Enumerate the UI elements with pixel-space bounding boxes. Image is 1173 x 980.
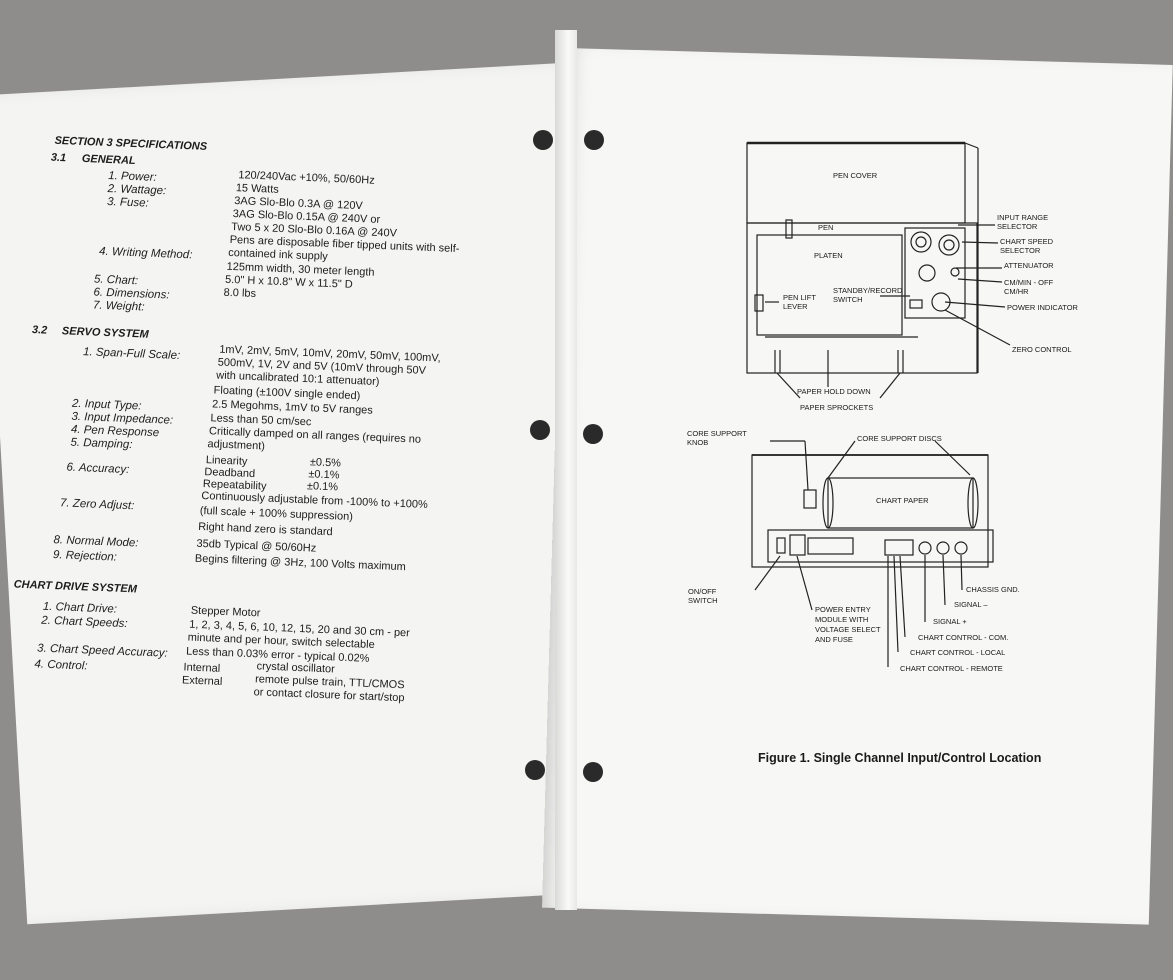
label-cm-hr: CM/HR <box>1004 287 1029 296</box>
label-chart-speed: CHART SPEED <box>1000 237 1054 246</box>
label-chart-speed-2: SELECTOR <box>1000 246 1041 255</box>
pen-cover-outline <box>747 143 965 223</box>
label-pen-cover: PEN COVER <box>833 171 878 180</box>
label-power-indicator: POWER INDICATOR <box>1007 303 1079 312</box>
label-zero-control: ZERO CONTROL <box>1012 345 1072 354</box>
label-pen-lift-2: LEVER <box>783 302 808 311</box>
label-cc-com: CHART CONTROL - COM. <box>918 633 1008 642</box>
signal-minus-terminal <box>937 542 949 554</box>
chassis-gnd-terminal <box>955 542 967 554</box>
label-chassis-gnd: CHASSIS GND. <box>966 585 1020 594</box>
signal-plus-terminal <box>919 542 931 554</box>
attenuator-knob <box>919 265 935 281</box>
label-power-entry: POWER ENTRY <box>815 605 871 614</box>
label-core-support: CORE SUPPORT <box>687 429 747 438</box>
figure-1: PEN COVER PEN PLATEN STANDBY/RECORD SWIT… <box>0 0 1173 936</box>
label-cm-min: CM/MIN - OFF <box>1004 278 1054 287</box>
label-paper-sprockets: PAPER SPROCKETS <box>800 403 873 412</box>
chart-control-terminal <box>885 540 913 555</box>
label-cc-remote: CHART CONTROL - REMOTE <box>900 664 1003 673</box>
label-cc-local: CHART CONTROL - LOCAL <box>910 648 1005 657</box>
rear-body-outline <box>752 455 988 567</box>
label-standby: STANDBY/RECORD <box>833 286 903 295</box>
label-core-support-2: KNOB <box>687 438 708 447</box>
label-onoff: ON/OFF <box>688 587 717 596</box>
label-input-range-2: SELECTOR <box>997 222 1038 231</box>
label-core-discs: CORE SUPPORT DISCS <box>857 434 942 443</box>
label-power-entry-2: MODULE WITH <box>815 615 868 624</box>
label-pen-lift: PEN LIFT <box>783 293 816 302</box>
label-power-entry-4: AND FUSE <box>815 635 853 644</box>
label-standby-2: SWITCH <box>833 295 863 304</box>
chart-speed-knob <box>939 235 959 255</box>
label-input-range: INPUT RANGE <box>997 213 1048 222</box>
input-range-knob <box>911 232 931 252</box>
label-paper-hold-down: PAPER HOLD DOWN <box>797 387 871 396</box>
recorder-diagram: PEN COVER PEN PLATEN STANDBY/RECORD SWIT… <box>0 0 1173 936</box>
onoff-switch <box>777 538 785 553</box>
label-signal-minus: SIGNAL – <box>954 600 988 609</box>
label-pen: PEN <box>818 223 833 232</box>
power-entry-module <box>790 535 805 555</box>
label-chart-paper: CHART PAPER <box>876 496 929 505</box>
label-attenuator: ATTENUATOR <box>1004 261 1054 270</box>
manual-spread: SECTION 3 SPECIFICATIONS 3.1 GENERAL 1. … <box>0 0 1173 936</box>
label-signal-plus: SIGNAL + <box>933 617 967 626</box>
label-power-entry-3: VOLTAGE SELECT <box>815 625 881 634</box>
label-platen: PLATEN <box>814 251 843 260</box>
figure-caption: Figure 1. Single Channel Input/Control L… <box>758 751 1041 765</box>
label-onoff-2: SWITCH <box>688 596 718 605</box>
